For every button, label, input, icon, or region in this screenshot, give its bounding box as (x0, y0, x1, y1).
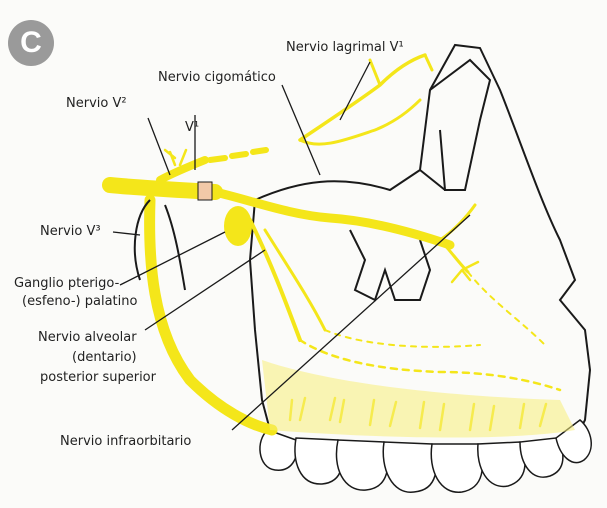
label-nervio-v3: Nervio V³ (40, 224, 101, 240)
label-ganglio-line2: (esfeno-) palatino (22, 294, 137, 310)
ganglion-knot (198, 182, 212, 200)
label-alveolar-line1: Nervio alveolar (38, 330, 137, 346)
label-nervio-cigomatico: Nervio cigomático (158, 70, 276, 86)
label-v1: V¹ (185, 120, 199, 136)
label-nervio-infraorbitario: Nervio infraorbitario (60, 434, 191, 450)
nerve-trunks (110, 55, 560, 430)
label-alveolar-line2: (dentario) (72, 350, 137, 366)
label-ganglio-line1: Ganglio pterigo- (14, 276, 119, 292)
label-alveolar-line3: posterior superior (40, 370, 156, 386)
pterygoid-outline (135, 200, 185, 290)
label-nervio-v2: Nervio V² (66, 96, 127, 112)
panel-badge: C (8, 20, 54, 66)
label-nervio-lagrimal: Nervio lagrimal V¹ (286, 40, 404, 56)
